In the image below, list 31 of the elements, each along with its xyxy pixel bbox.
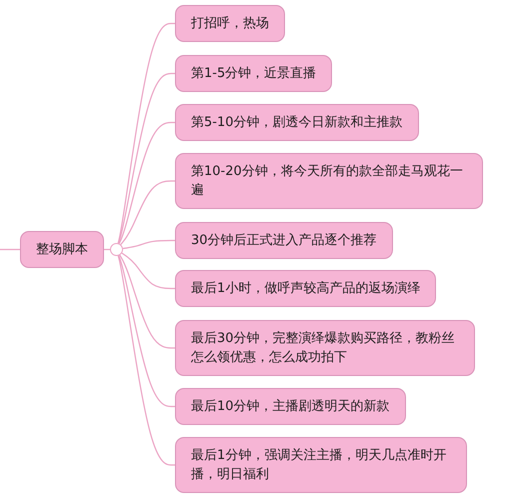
connector-line bbox=[120, 180, 176, 246]
connector-line bbox=[0, 248, 21, 250]
topic-text: 打招呼，热场 bbox=[191, 15, 269, 33]
topic-box bbox=[175, 55, 332, 92]
topic-box bbox=[175, 5, 285, 42]
topic-box bbox=[175, 388, 406, 425]
topic-box bbox=[175, 104, 419, 141]
topic-text: 第1-5分钟，近景直播 bbox=[191, 65, 316, 83]
topic-text: 最后1分钟，强调关注主播，明天几点准时开播，明日福利 bbox=[191, 447, 448, 484]
topic-text: 最后1小时，做呼声较高产品的返场演绎 bbox=[191, 280, 420, 298]
topic-box bbox=[175, 437, 467, 493]
topic-text: 最后10分钟，主播剧透明天的新款 bbox=[191, 398, 390, 416]
topic-box bbox=[175, 222, 393, 259]
connector-line bbox=[121, 252, 176, 290]
connector-line bbox=[118, 72, 176, 244]
connector-line bbox=[119, 254, 176, 349]
connector-line bbox=[118, 255, 176, 408]
connector-line bbox=[118, 122, 176, 244]
topic-box bbox=[20, 231, 104, 268]
topic-text: 整场脚本 bbox=[36, 241, 88, 259]
connector-line bbox=[118, 22, 176, 244]
circle-node bbox=[110, 243, 123, 256]
topic-box bbox=[175, 270, 436, 307]
topic-text: 最后30分钟，完整演绎爆款购买路径，教粉丝怎么领优惠，怎么成功拍下 bbox=[191, 330, 456, 367]
connector-line bbox=[122, 240, 176, 250]
topic-box bbox=[175, 153, 483, 209]
topic-text: 30分钟后正式进入产品逐个推荐 bbox=[191, 232, 377, 250]
topic-text: 第10-20分钟，将今天所有的款全部走马观花一遍 bbox=[191, 163, 464, 200]
topic-text: 第5-10分钟，剧透今日新款和主推款 bbox=[191, 114, 403, 132]
connector-line bbox=[118, 255, 176, 466]
topic-box bbox=[175, 320, 475, 376]
